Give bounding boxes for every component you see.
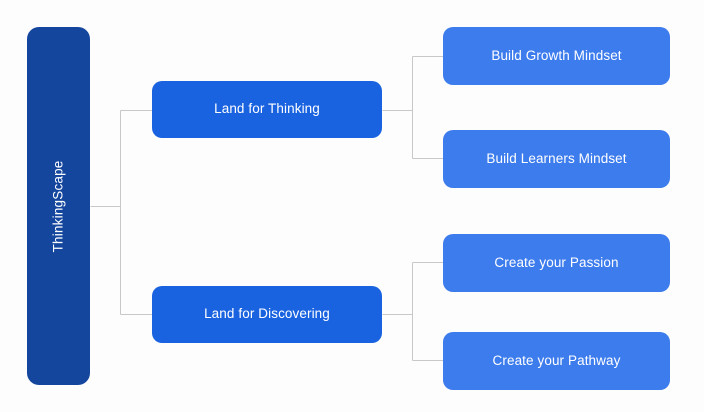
node-branch-label: Land for Discovering (204, 306, 330, 322)
node-branch-land-for-discovering[interactable]: Land for Discovering (152, 286, 382, 343)
node-leaf-create-your-passion[interactable]: Create your Passion (443, 234, 670, 292)
node-leaf-build-learners-mindset[interactable]: Build Learners Mindset (443, 130, 670, 188)
node-leaf-label: Create your Pathway (492, 352, 621, 368)
node-branch-land-for-thinking[interactable]: Land for Thinking (152, 81, 382, 138)
node-root-label: ThinkingScape (50, 160, 66, 252)
node-leaf-create-your-pathway[interactable]: Create your Pathway (443, 332, 670, 390)
node-leaf-build-growth-mindset[interactable]: Build Growth Mindset (443, 27, 670, 85)
node-leaf-label: Build Learners Mindset (486, 150, 627, 166)
node-branch-label: Land for Thinking (214, 101, 320, 117)
node-root-thinkingscape[interactable]: ThinkingScape (27, 27, 90, 385)
node-leaf-label: Build Growth Mindset (491, 47, 622, 63)
node-leaf-label: Create your Passion (494, 254, 619, 270)
